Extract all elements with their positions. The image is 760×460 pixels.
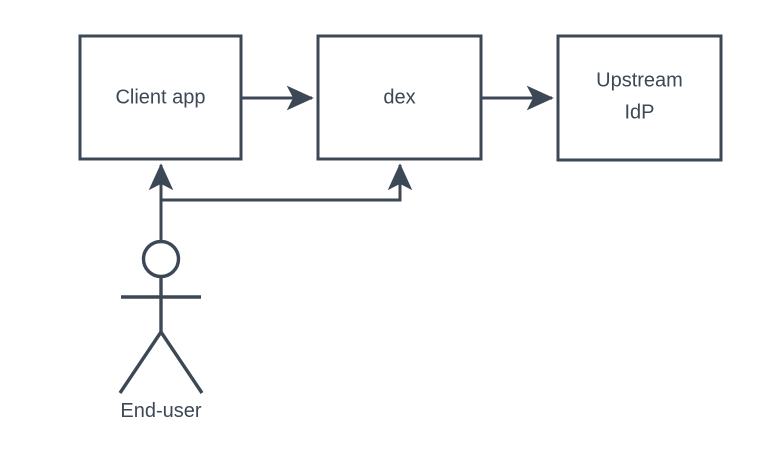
node-upstream-idp-label-line1: Upstream <box>596 69 683 91</box>
actor-right-leg-icon <box>159 331 204 394</box>
connector-end-user-to-dex <box>161 163 413 202</box>
node-upstream-idp-label-line2: IdP <box>624 101 654 123</box>
node-upstream-idp[interactable] <box>556 34 723 162</box>
node-dex-label: dex <box>383 86 415 108</box>
node-client-app-label: Client app <box>115 86 205 108</box>
node-dex[interactable] <box>316 34 483 161</box>
actor-head-icon <box>141 239 181 279</box>
actor-end-user-label: End-user <box>120 400 201 422</box>
actor-left-leg-icon <box>118 331 163 394</box>
node-client-app[interactable] <box>78 34 243 161</box>
actor-end-user[interactable]: End-user <box>118 239 204 423</box>
